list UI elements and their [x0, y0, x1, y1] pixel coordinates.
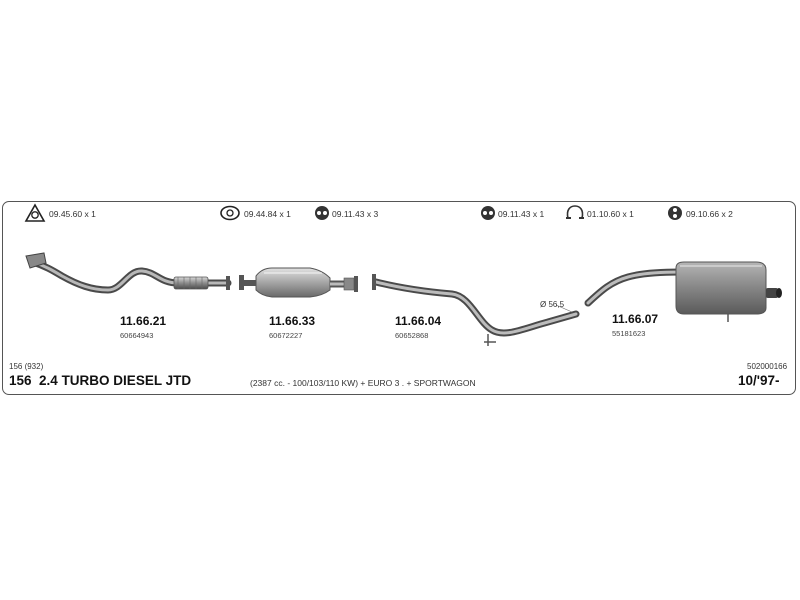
- front-pipe-icon: [25, 252, 232, 294]
- oem-number: 60652868: [395, 331, 429, 340]
- vehicle-details: (2387 cc. - 100/103/110 KW) + EURO 3 . +…: [250, 378, 476, 388]
- catalog-id: 502000166: [747, 362, 788, 371]
- part-number: 11.66.04: [395, 314, 442, 328]
- part-number: 11.66.21: [120, 314, 167, 328]
- hardware-label: 09.44.84 x 1: [244, 209, 291, 219]
- hardware-label: 09.45.60 x 1: [49, 209, 96, 219]
- rubber-hanger-icon: [315, 206, 329, 220]
- triangle-gasket-icon: [24, 203, 46, 222]
- exhaust-system-panel: [2, 201, 796, 395]
- hardware-label: 09.10.66 x 2: [686, 209, 733, 219]
- part-number: 11.66.07: [612, 312, 659, 326]
- diameter-label: Ø 56,5: [540, 300, 565, 309]
- pipe-clamp-icon: [566, 205, 584, 219]
- model-name: 2.4 TURBO DIESEL JTD: [39, 373, 192, 388]
- middle-pipe-icon: [372, 274, 580, 346]
- rear-silencer-icon: [584, 261, 782, 322]
- oem-number: 60664943: [120, 331, 154, 340]
- hardware-label: 01.10.60 x 1: [587, 209, 634, 219]
- vehicle-title: 156 2.4 TURBO DIESEL JTD: [9, 373, 191, 388]
- rubber-hanger-icon: [481, 206, 495, 220]
- rubber-hanger-icon: [668, 206, 682, 220]
- hardware-label: 09.11.43 x 1: [498, 209, 545, 219]
- catalytic-converter-icon: [239, 267, 358, 298]
- diameter-leader-line: [555, 304, 573, 313]
- part-number: 11.66.33: [269, 314, 316, 328]
- oval-gasket-icon: [220, 205, 240, 221]
- oem-number: 60672227: [269, 331, 303, 340]
- oem-number: 55181623: [612, 329, 646, 338]
- vehicle-code: 156 (932): [9, 362, 44, 371]
- hardware-label: 09.11.43 x 3: [332, 209, 379, 219]
- model-number: 156: [9, 373, 32, 388]
- production-date: 10/'97-: [738, 373, 780, 388]
